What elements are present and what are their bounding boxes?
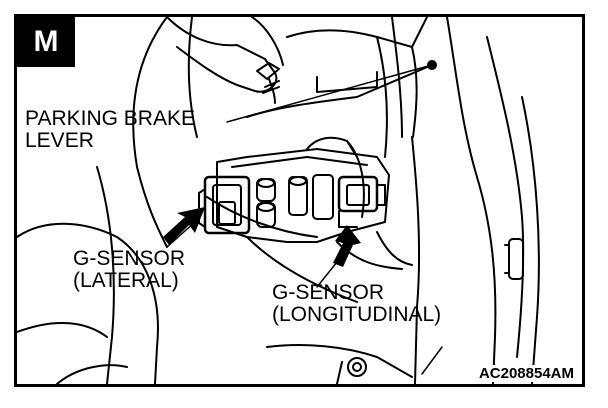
callout-lateral-line2: (LATERAL) (73, 269, 179, 292)
diagram-frame: M PARKING BRAKE LEVER G-SENSOR (LATERAL)… (14, 14, 585, 387)
callout-parking-brake-lever: PARKING BRAKE LEVER (25, 108, 195, 152)
callout-g-sensor-lateral: G-SENSOR (LATERAL) (73, 248, 185, 292)
callout-parking-brake-line1: PARKING BRAKE (25, 107, 195, 130)
g-sensor-lateral-shape (198, 175, 276, 235)
leader-line-longitudinal (316, 261, 338, 288)
sensor-bracket (206, 136, 390, 243)
right-trim (391, 17, 540, 384)
callout-longitudinal-line2: (LONGITUDINAL) (272, 303, 442, 326)
callout-g-sensor-longitudinal: G-SENSOR (LONGITUDINAL) (272, 282, 441, 326)
vehicle-illustration (17, 17, 540, 384)
section-letter: M (33, 25, 59, 58)
lever-housing (166, 17, 428, 158)
g-sensor-longitudinal-shape (288, 174, 386, 228)
callout-longitudinal-line1: G-SENSOR (272, 281, 385, 304)
section-badge: M (17, 17, 75, 67)
arrow-lateral (163, 207, 205, 245)
leader-line-figure-code (421, 346, 443, 375)
figure-code: AC208854AM (476, 365, 576, 382)
leader-line-parking-brake (226, 64, 433, 123)
callout-parking-brake-line2: LEVER (25, 129, 94, 152)
arrow-longitudinal (333, 225, 361, 267)
left-body-outline (17, 17, 198, 384)
callout-lateral-line1: G-SENSOR (73, 247, 186, 270)
